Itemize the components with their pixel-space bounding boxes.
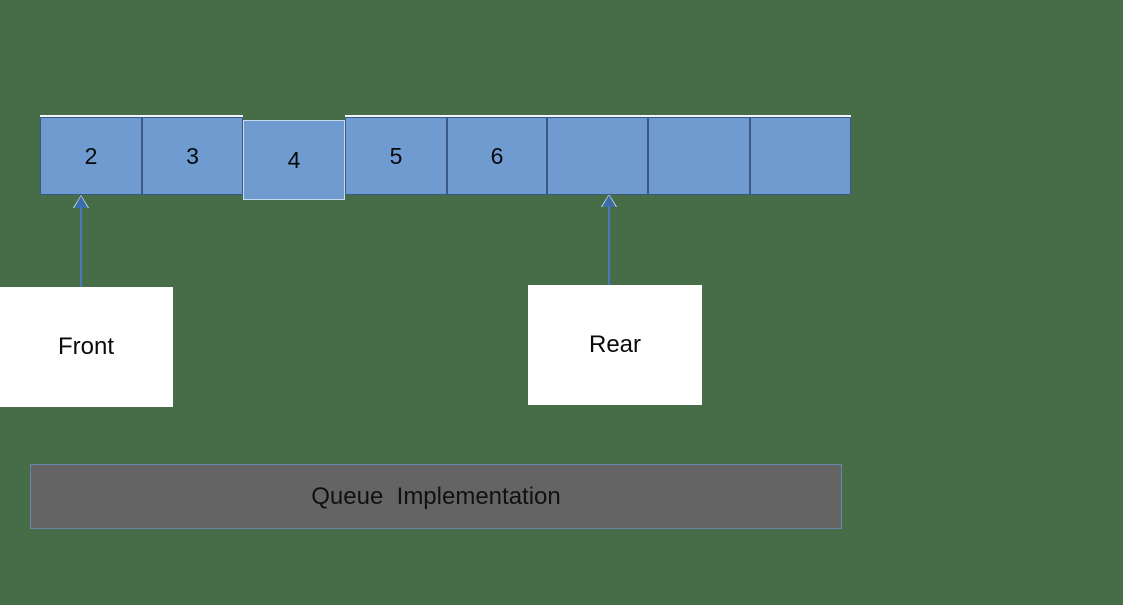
queue-cell-6[interactable] [648,117,750,195]
queue-cell-5[interactable] [547,117,648,195]
queue-row: 2 3 4 5 6 [40,117,851,200]
queue-cell-value: 2 [84,142,98,169]
rear-label-box[interactable]: Rear [528,285,702,405]
queue-cell-value: 4 [287,146,301,173]
front-label-box[interactable]: Front [0,287,173,407]
queue-cell-value: 6 [490,142,504,169]
rear-arrow-stem [608,206,610,285]
queue-cell-value: 5 [389,142,403,169]
page-title: Queue Implementation [311,482,561,510]
queue-row-top-highlight-gap [243,115,345,117]
queue-cell-4[interactable]: 6 [447,117,547,195]
queue-cell-2[interactable]: 4 [243,120,345,200]
queue-row-top-highlight [40,115,851,117]
front-pointer-arrow [73,195,89,288]
front-label-text: Front [57,333,114,360]
queue-cell-value: 3 [186,142,199,169]
queue-cell-3[interactable]: 5 [345,117,447,195]
front-arrowhead-icon [74,196,88,208]
front-arrow-stem [80,207,82,288]
queue-cell-1[interactable]: 3 [142,117,243,195]
queue-cell-7[interactable] [750,117,851,195]
rear-label-text: Rear [588,331,642,358]
rear-pointer-arrow [601,194,617,285]
title-bar: Queue Implementation [30,464,842,529]
rear-arrowhead-icon [602,195,616,207]
queue-cell-0[interactable]: 2 [40,117,142,195]
